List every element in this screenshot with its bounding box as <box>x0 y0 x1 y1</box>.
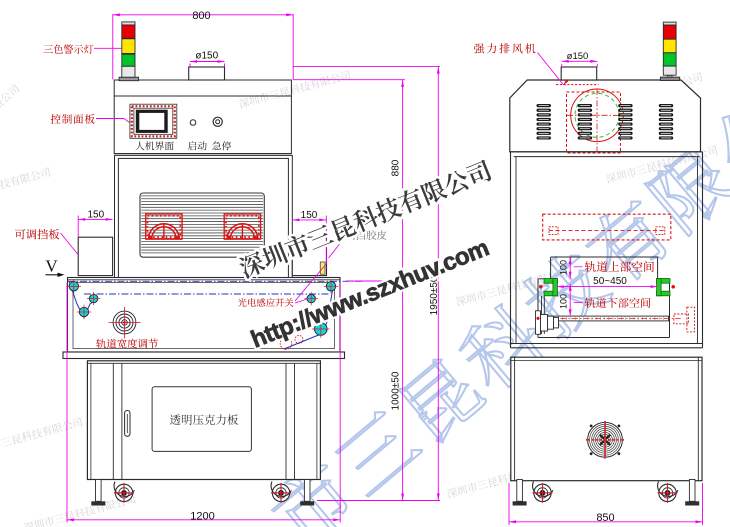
svg-text:100: 100 <box>558 294 568 309</box>
svg-text:1200: 1200 <box>190 510 214 522</box>
svg-text:100: 100 <box>558 260 568 275</box>
svg-text:850: 850 <box>596 512 614 524</box>
svg-text:800: 800 <box>192 10 210 22</box>
svg-text:50~450: 50~450 <box>593 276 627 287</box>
svg-text:ø150: ø150 <box>567 51 589 62</box>
svg-text:150: 150 <box>301 210 318 221</box>
svg-text:1000±50: 1000±50 <box>390 371 401 410</box>
svg-text:880: 880 <box>390 159 401 176</box>
svg-text:ø150: ø150 <box>195 51 218 62</box>
svg-text:V: V <box>45 257 58 276</box>
svg-text:150: 150 <box>87 209 104 220</box>
svg-text:1950±50: 1950±50 <box>429 276 440 315</box>
